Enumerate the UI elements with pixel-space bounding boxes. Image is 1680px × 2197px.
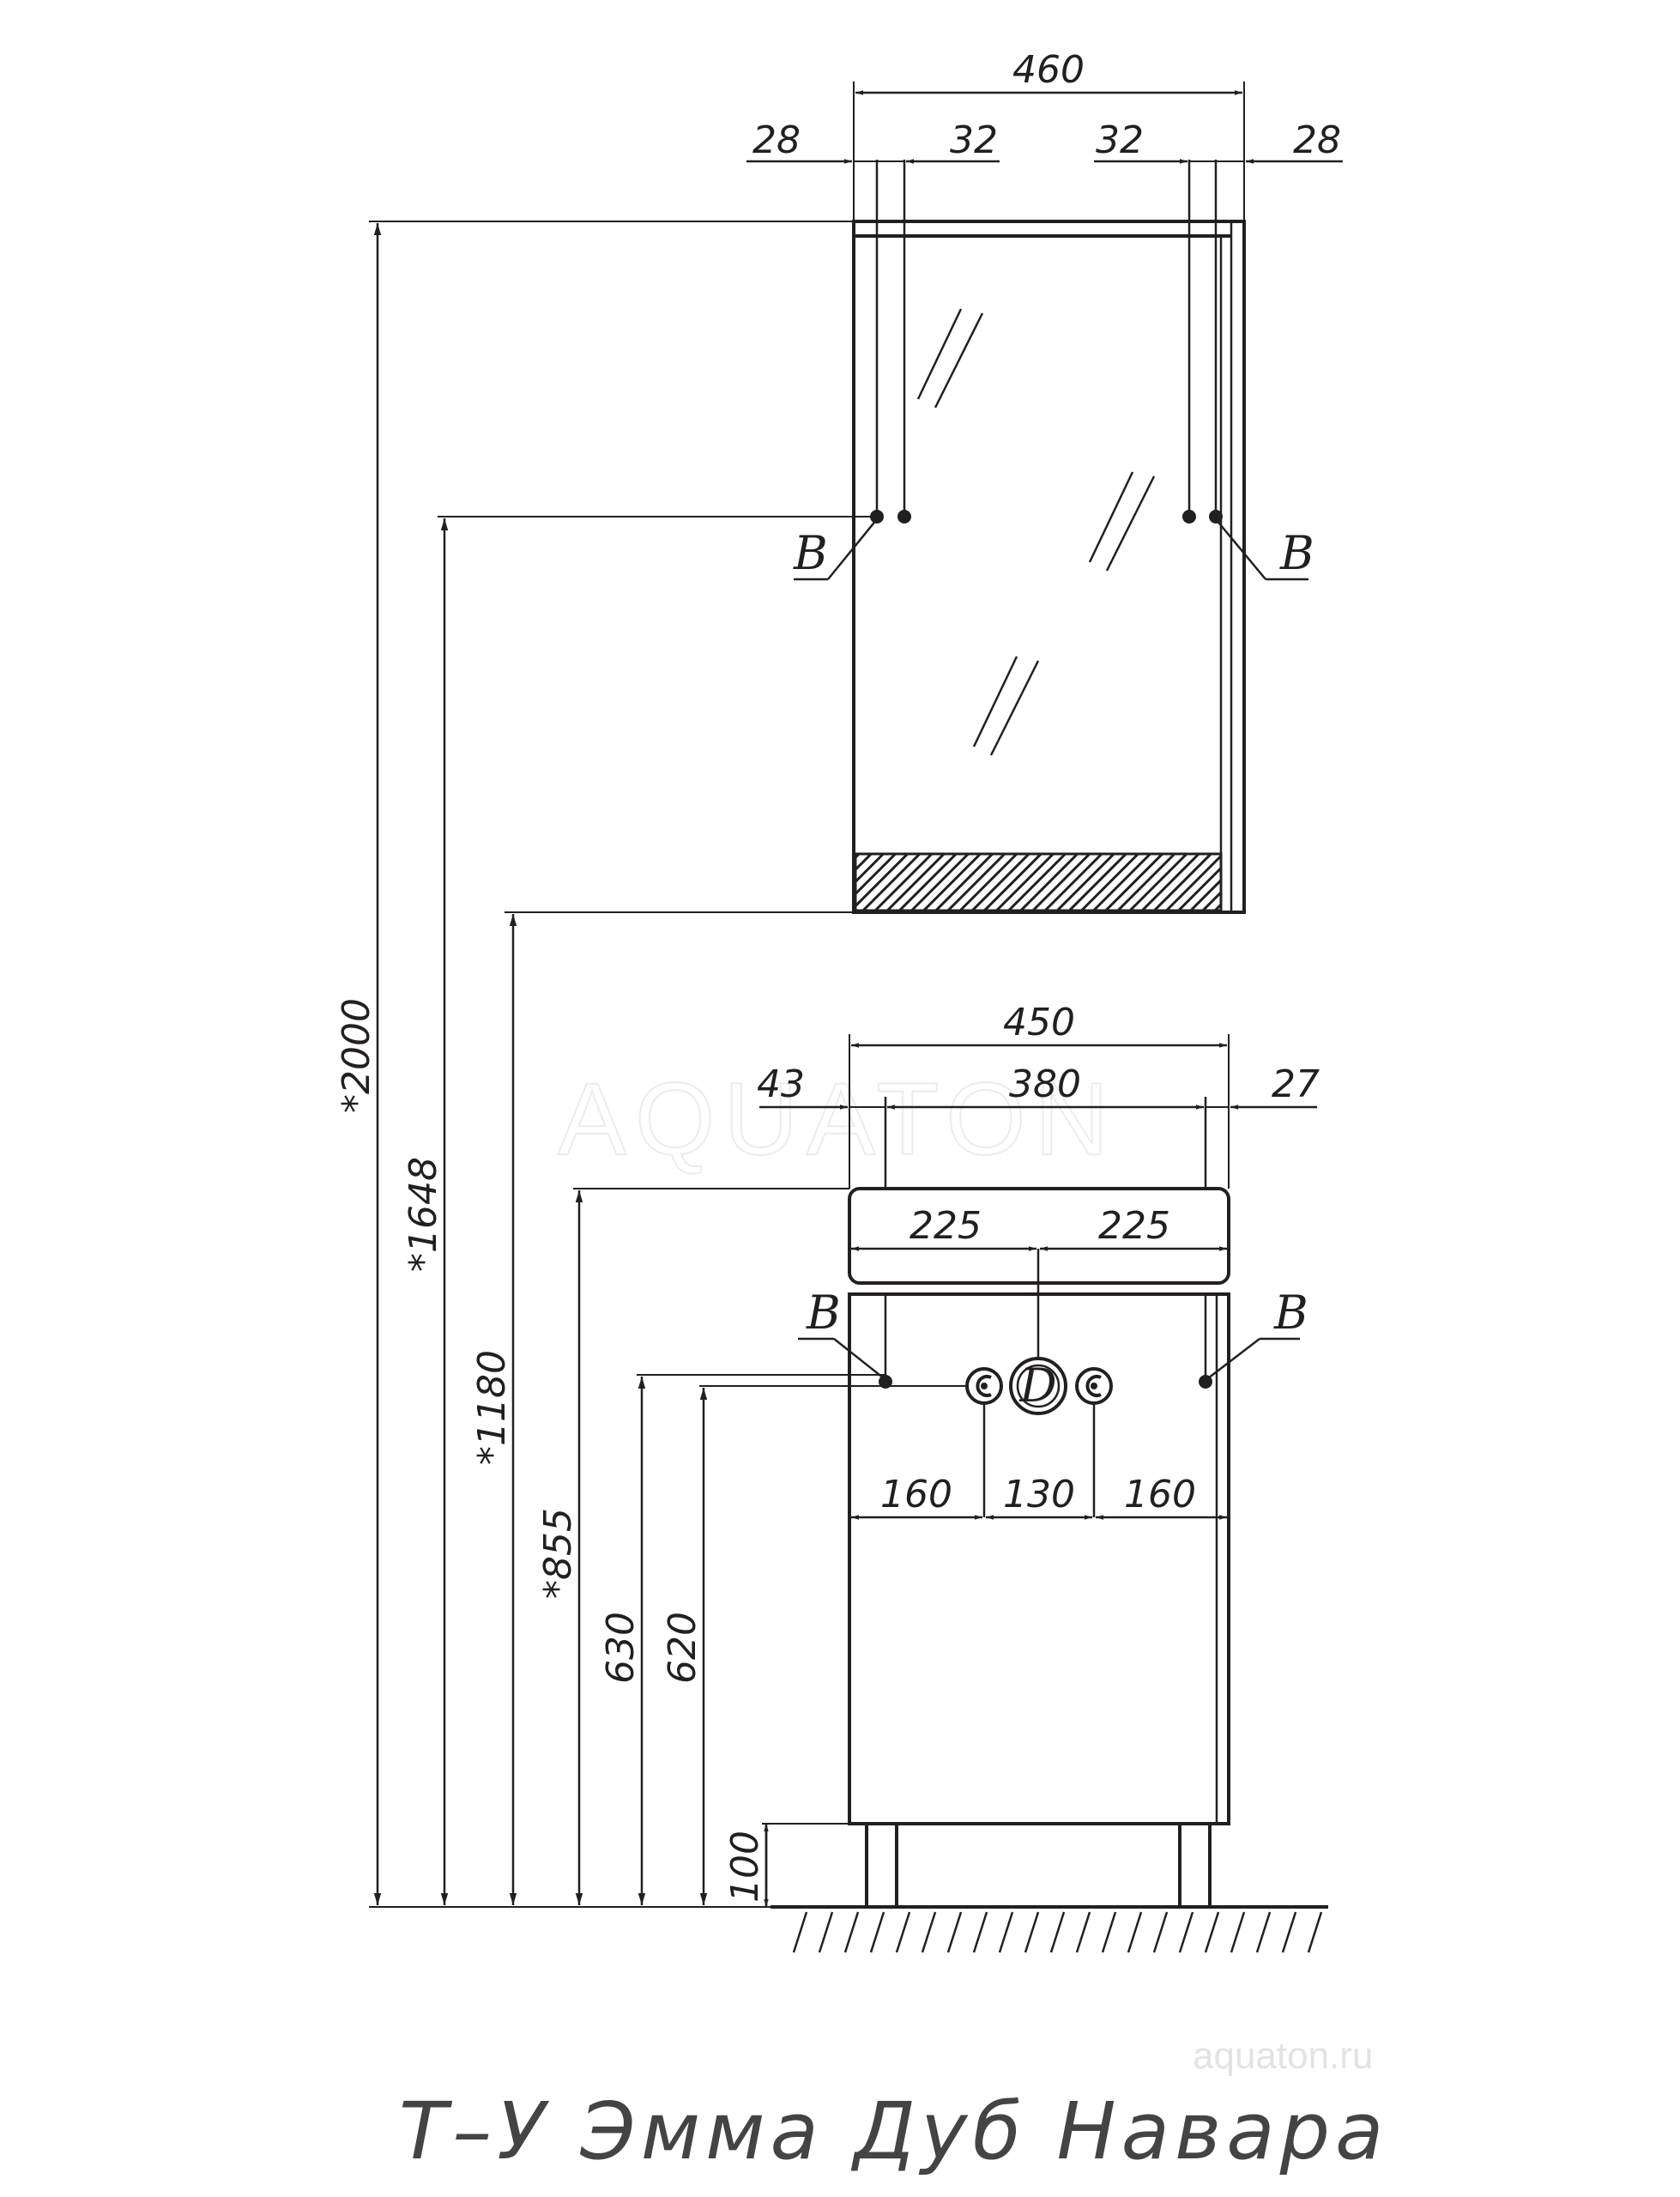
mirror-width-dimension: 460	[853, 48, 1245, 221]
height-mirror-mount-value: *1648	[402, 1157, 445, 1272]
mirror-right-inner-value: 32	[1096, 118, 1144, 162]
cabinet-center-dimension: 225 225	[851, 1204, 1227, 1251]
height-mirror-bottom-value: *1180	[470, 1350, 514, 1465]
watermark: AQUATON aquaton.ru	[557, 1061, 1373, 2077]
drain-label: D	[1018, 1359, 1056, 1413]
cabinet-right-offset-value: 27	[1272, 1062, 1320, 1106]
base-cabinet: B B D	[771, 1097, 1328, 1953]
cabinet-pipe-dimension: 160 130 160	[851, 1473, 1227, 1520]
mirror-mount-label-left: B	[793, 526, 828, 580]
cabinet-rail-dimensions: 43 380 27	[757, 1062, 1320, 1110]
cabinet-half-right-value: 225	[1098, 1204, 1170, 1248]
mirror-cabinet: B B	[793, 160, 1314, 914]
floor-hatch	[792, 1911, 1323, 1953]
height-dimensions: *2000 *1648 *1180 *855 630 620 100	[335, 221, 967, 1908]
watermark-brand: AQUATON	[558, 1062, 1117, 1177]
cabinet-left-offset-value: 43	[757, 1062, 805, 1106]
watermark-url: aquaton.ru	[1193, 2035, 1373, 2077]
mirror-mount-point-right	[1209, 510, 1223, 524]
mirror-right-edge-value: 28	[1293, 118, 1341, 162]
pipe-left-value: 160	[880, 1473, 952, 1516]
mirror-glare-marks	[916, 308, 1156, 756]
mirror-left-edge-value: 28	[752, 118, 801, 162]
mirror-mount-label-right: B	[1279, 526, 1314, 580]
mirror-outline	[852, 220, 1246, 914]
water-inlet-left-icon	[965, 1367, 1003, 1405]
mirror-rail-dimensions: 28 32 32 28	[746, 118, 1343, 164]
height-mount-value: 630	[599, 1612, 643, 1684]
cabinet-inner-value: 380	[1009, 1062, 1081, 1106]
cabinet-mount-label-right: B	[1273, 1286, 1308, 1340]
height-leg-value: 100	[723, 1831, 767, 1903]
mirror-left-inner-value: 32	[950, 118, 998, 162]
drawing-title: Т–У Эмма Дуб Навара	[399, 2085, 1388, 2177]
cabinet-half-left-value: 225	[909, 1204, 982, 1248]
mirror-width-value: 460	[1012, 48, 1085, 92]
mirror-bottom-shelf	[854, 852, 1223, 912]
cabinet-mount-label-left: B	[806, 1286, 841, 1340]
pipe-mid-value: 130	[1003, 1473, 1075, 1516]
height-pipe-value: 620	[661, 1612, 704, 1684]
cabinet-width-dimension: 450	[849, 1001, 1230, 1189]
water-inlet-right-icon	[1075, 1367, 1113, 1405]
drain-icon: D	[1009, 1357, 1067, 1415]
pipe-right-value: 160	[1124, 1473, 1196, 1516]
cabinet-width-value: 450	[1003, 1001, 1075, 1044]
height-total-value: *2000	[335, 998, 378, 1113]
height-cabinet-top-value: *855	[536, 1508, 580, 1599]
